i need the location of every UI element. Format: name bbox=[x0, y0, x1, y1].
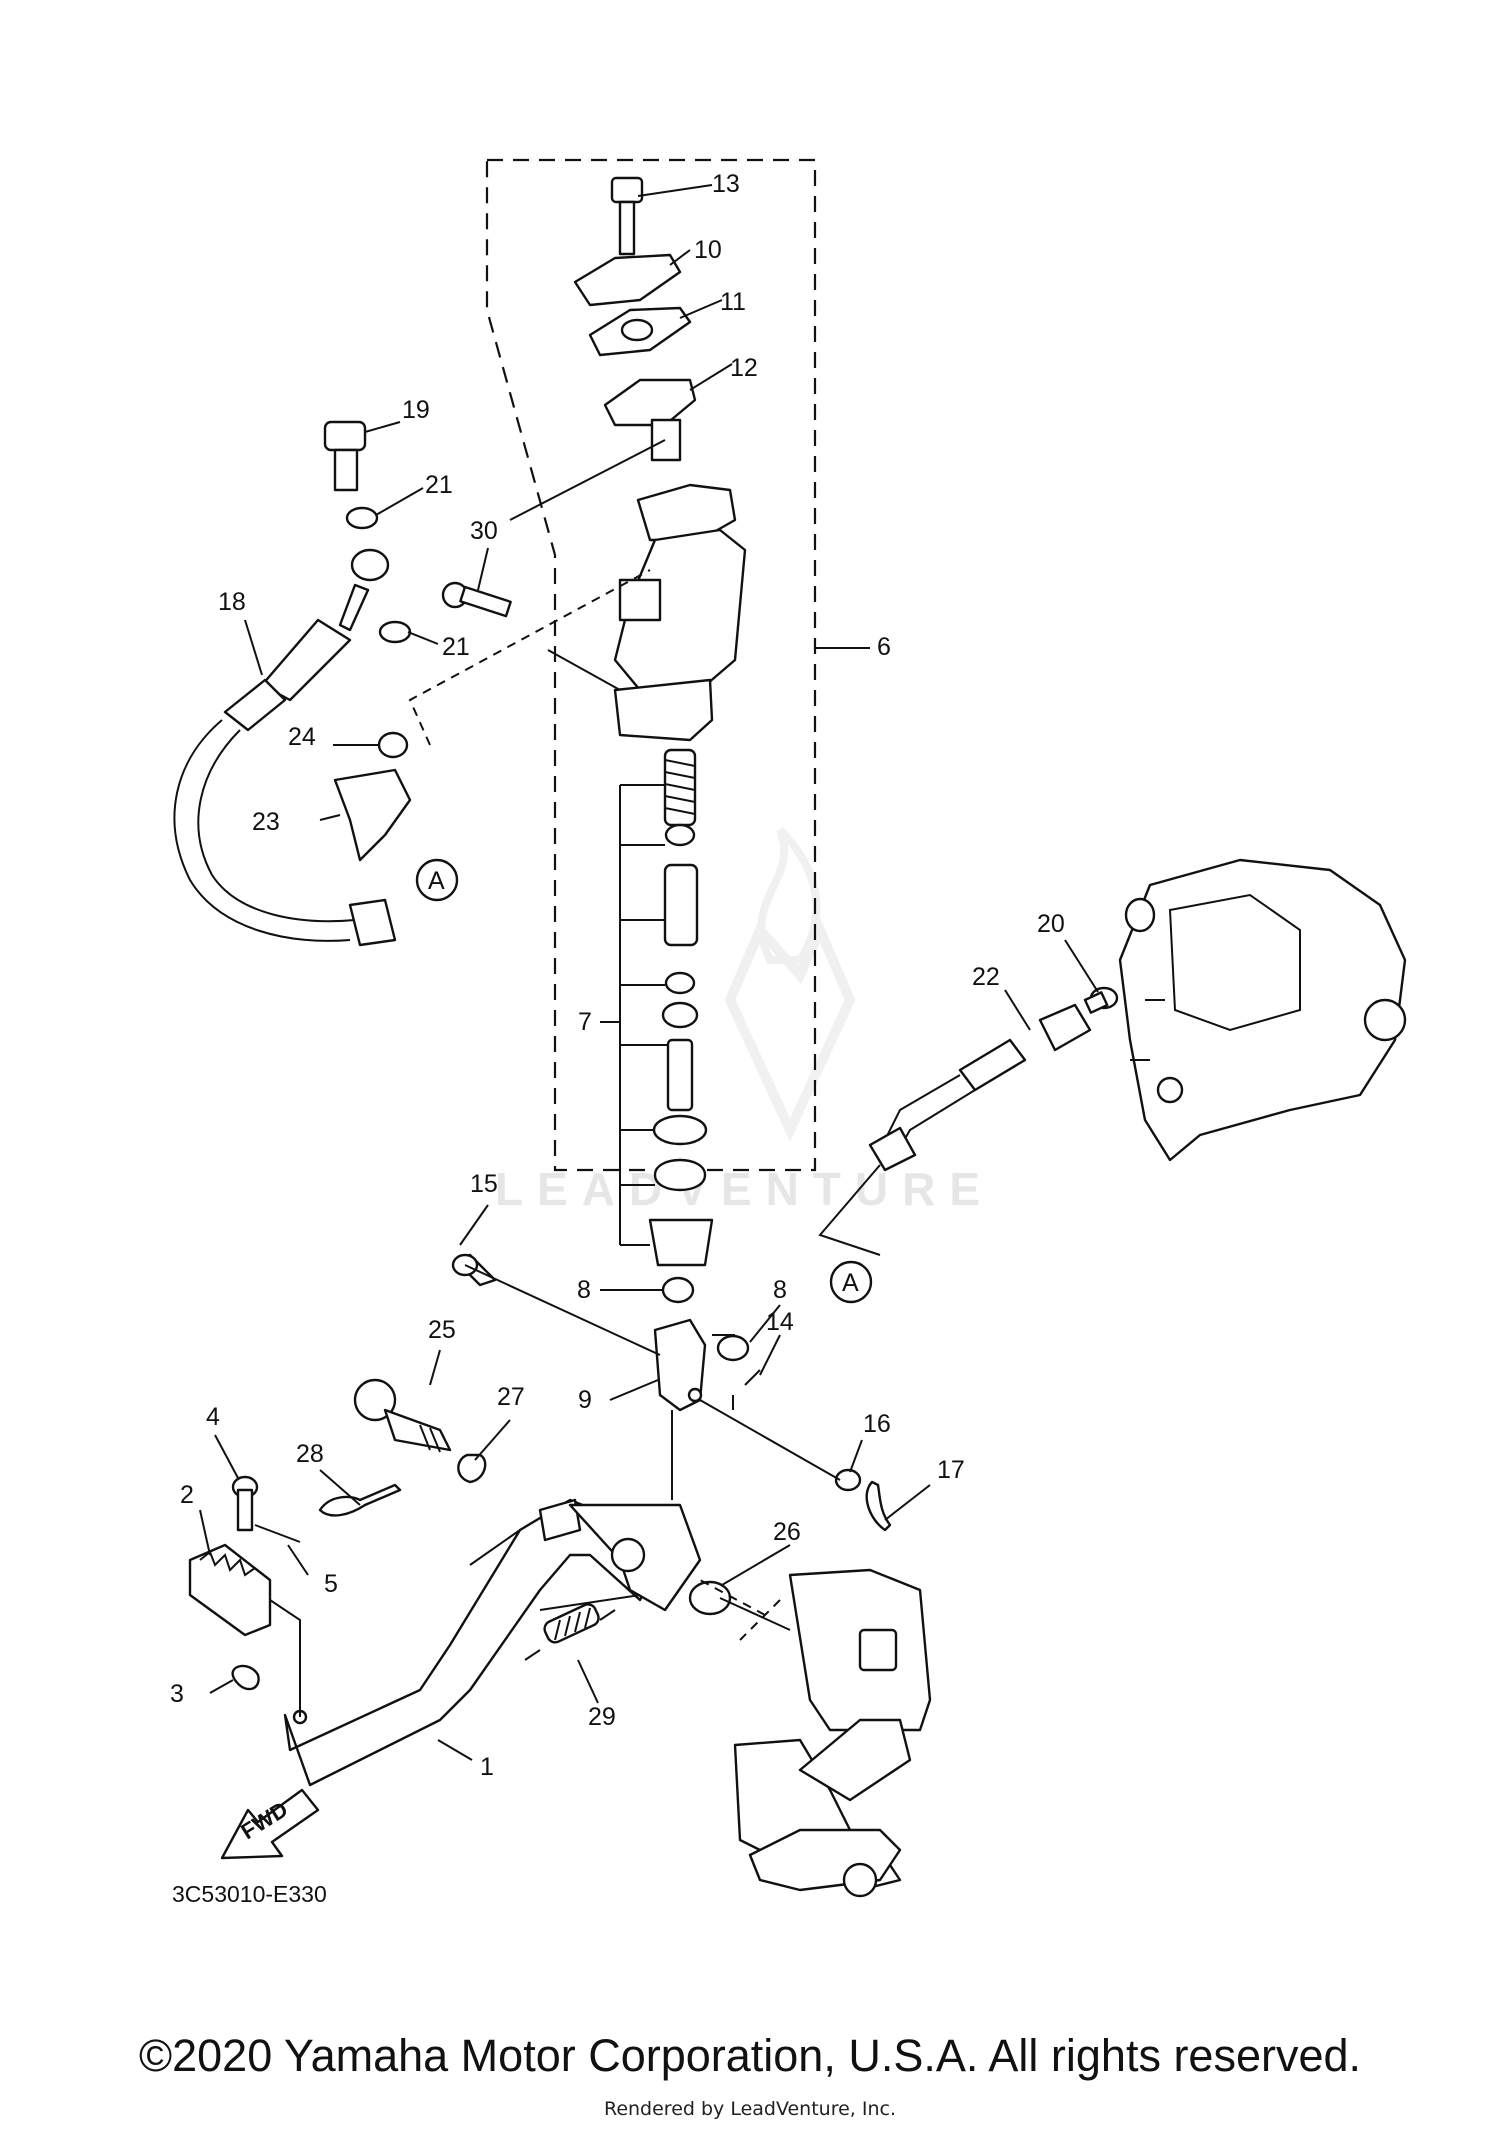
connector-a-caliper bbox=[829, 1260, 873, 1304]
clip-28 bbox=[318, 1483, 402, 1517]
hose-right bbox=[818, 1038, 1027, 1256]
rendered-by-notice: Rendered by LeadVenture, Inc. bbox=[603, 2098, 897, 2120]
watermark-logo bbox=[724, 827, 856, 1142]
master-cylinder-body bbox=[613, 483, 747, 742]
diagram-ref-code: 3C53010-E330 bbox=[172, 1881, 327, 1907]
fwd-arrow: FWD bbox=[220, 1788, 320, 1860]
leader-lines bbox=[199, 184, 1099, 1761]
callout-19: 19 bbox=[402, 396, 430, 424]
assembly-boundary bbox=[485, 158, 817, 1172]
spring-29 bbox=[524, 1603, 616, 1661]
callout-11: 11 bbox=[720, 288, 746, 316]
callout-8: 8 bbox=[577, 1276, 591, 1304]
pin-4 bbox=[231, 1475, 259, 1532]
piston-kit-7 bbox=[600, 748, 714, 1267]
nut-8 bbox=[716, 1334, 750, 1362]
callout-29: 29 bbox=[588, 1703, 616, 1731]
callout-7: 7 bbox=[578, 1008, 592, 1036]
connector-a-hose bbox=[415, 858, 459, 902]
fitting-22 bbox=[1038, 991, 1109, 1052]
washer-26 bbox=[688, 1580, 732, 1616]
cap-10 bbox=[573, 253, 682, 307]
callout-21: 21 bbox=[425, 471, 453, 499]
callout-22: 22 bbox=[972, 963, 1000, 991]
watermark-text: LEADVENTURE bbox=[495, 1163, 994, 1215]
washer-16 bbox=[834, 1468, 862, 1492]
callout-24: 24 bbox=[288, 723, 316, 751]
brake-hose-18 bbox=[173, 548, 397, 947]
bolt-24 bbox=[377, 731, 409, 759]
callout-5: 5 bbox=[324, 1570, 338, 1598]
callout-2: 2 bbox=[180, 1481, 194, 1509]
copyright-notice: ©2020 Yamaha Motor Corporation, U.S.A. A… bbox=[138, 2030, 1362, 2081]
callout-8-right: 8 bbox=[773, 1276, 787, 1304]
callout-25: 25 bbox=[428, 1316, 456, 1344]
callout-30: 30 bbox=[470, 517, 498, 545]
callout-9: 9 bbox=[578, 1386, 592, 1414]
callout-21-lower: 21 bbox=[442, 633, 470, 661]
callout-18: 18 bbox=[218, 588, 246, 616]
callout-10: 10 bbox=[694, 236, 722, 264]
washer-21-lower bbox=[378, 620, 412, 644]
callout-17: 17 bbox=[937, 1456, 965, 1484]
caliper bbox=[1118, 858, 1407, 1162]
callout-20: 20 bbox=[1037, 910, 1065, 938]
cotter-pin-17 bbox=[865, 1480, 892, 1532]
callout-26: 26 bbox=[773, 1518, 801, 1546]
reservoir-12 bbox=[603, 378, 697, 427]
clamp-23 bbox=[333, 768, 412, 862]
washer-27 bbox=[457, 1453, 487, 1484]
connector-label-hose: A bbox=[428, 867, 445, 895]
callout-12: 12 bbox=[730, 354, 758, 382]
frame bbox=[699, 1568, 932, 1898]
bolt-30 bbox=[441, 581, 512, 618]
callout-23: 23 bbox=[252, 808, 280, 836]
cotter-5 bbox=[254, 1524, 301, 1543]
cotter-pin-14 bbox=[732, 1369, 761, 1410]
bolt-13 bbox=[610, 176, 644, 256]
connector-label-caliper: A bbox=[842, 1269, 859, 1297]
callout-3: 3 bbox=[170, 1680, 184, 1708]
shaft-25 bbox=[353, 1378, 452, 1453]
callout-15: 15 bbox=[470, 1170, 498, 1198]
callout-16: 16 bbox=[863, 1410, 891, 1438]
callout-6: 6 bbox=[877, 633, 891, 661]
callout-13: 13 bbox=[712, 170, 740, 198]
callout-27: 27 bbox=[497, 1383, 525, 1411]
callout-28: 28 bbox=[296, 1440, 324, 1468]
callouts: 13 10 11 12 19 21 30 18 21 6 24 23 20 22… bbox=[170, 170, 1065, 1781]
spring-clip-3 bbox=[231, 1664, 260, 1691]
callout-14: 14 bbox=[766, 1308, 794, 1336]
callout-4: 4 bbox=[206, 1403, 220, 1431]
brake-peg-2 bbox=[188, 1543, 272, 1637]
bush-8 bbox=[661, 1276, 695, 1304]
washer-21 bbox=[345, 506, 379, 530]
brake-pedal-1 bbox=[283, 1498, 652, 1787]
callout-1: 1 bbox=[480, 1753, 494, 1781]
union-bolt-19 bbox=[323, 420, 367, 492]
